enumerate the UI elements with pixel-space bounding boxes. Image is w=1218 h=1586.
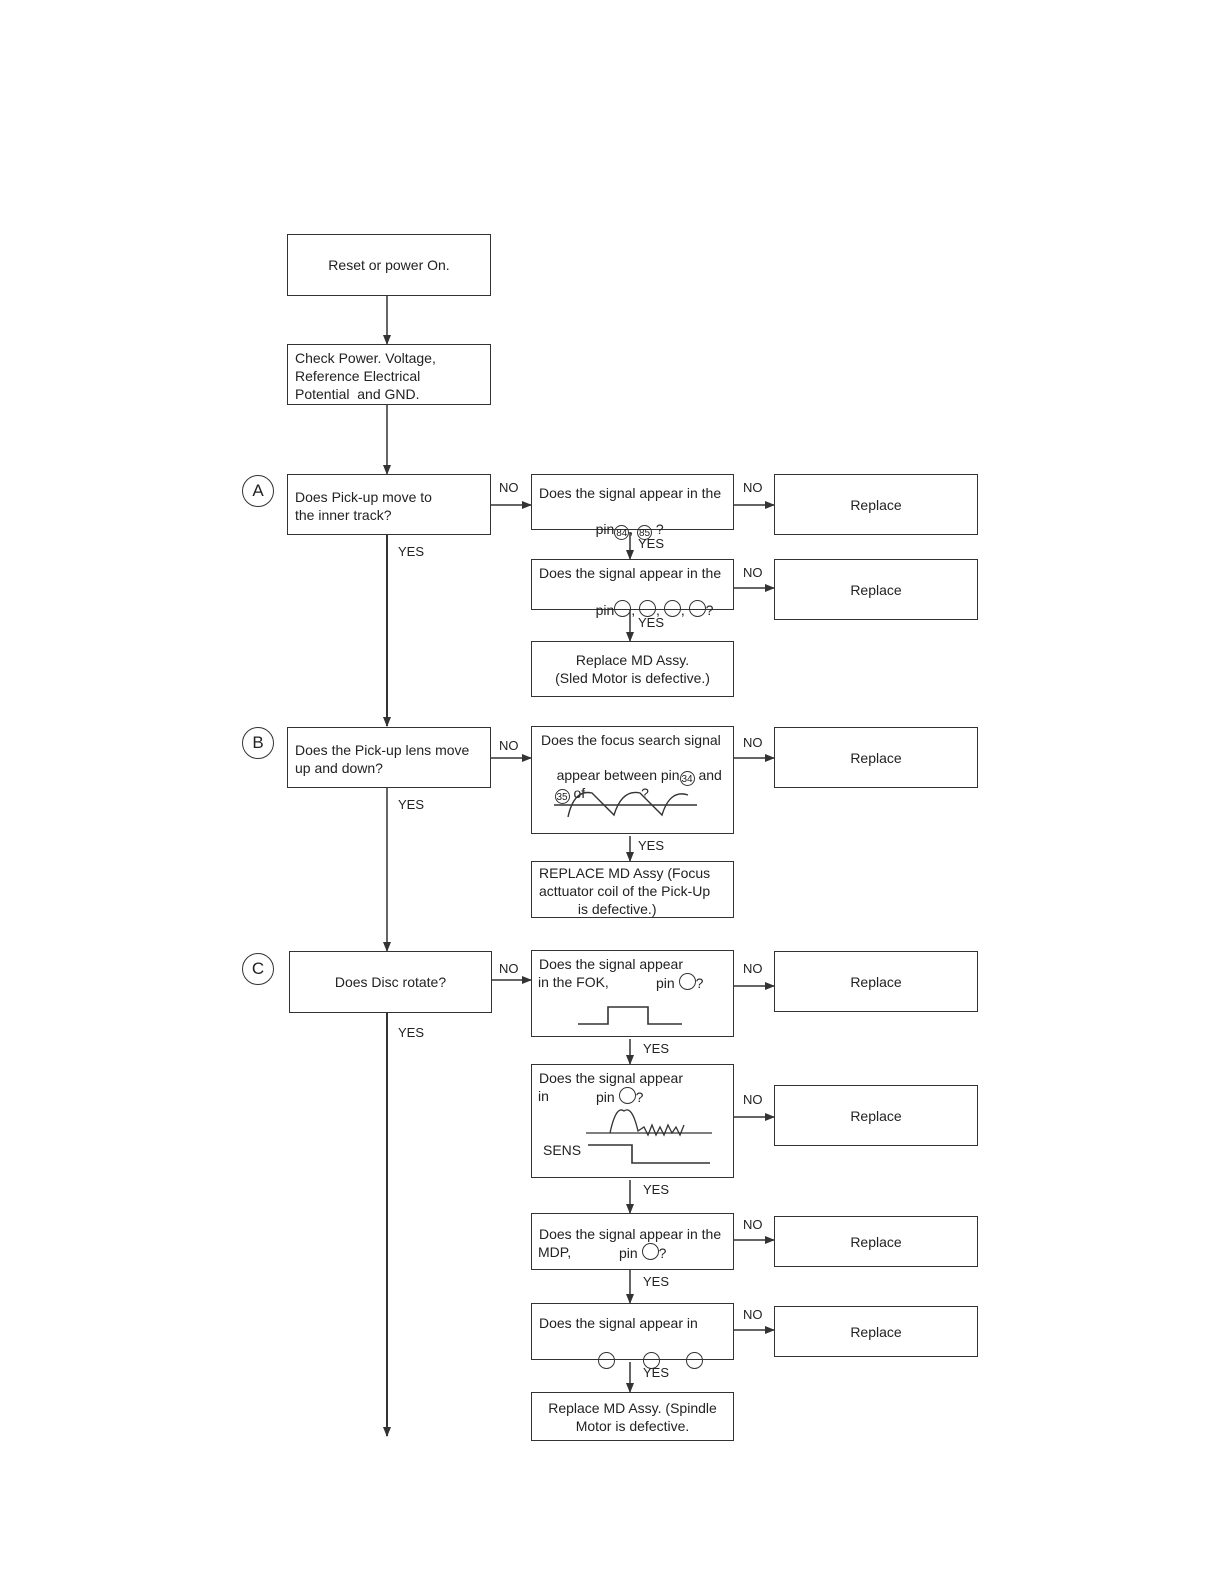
c-question-box: Does Disc rotate? xyxy=(289,951,492,1013)
b-signal-line1: Does the focus search signal xyxy=(541,732,721,748)
c-signal-box-1: Does the signal appear in the FOK, pin ? xyxy=(531,950,734,1037)
a-signal-2-text: Does the signal appear in the xyxy=(539,565,722,581)
a-no-label-3: NO xyxy=(743,565,763,580)
a-replace-box-2: Replace xyxy=(774,559,978,620)
sens-waveform-icon xyxy=(586,1109,712,1164)
replace-text: Replace xyxy=(850,1107,902,1124)
c-no-label-5: NO xyxy=(743,1307,763,1322)
b-question-box: Does the Pick-up lens move up and down? xyxy=(287,727,491,788)
pin-blank-icon xyxy=(686,1352,704,1369)
c-signal-2-line2: in xyxy=(538,1088,549,1104)
replace-text: Replace xyxy=(850,581,902,598)
b-signal-box: Does the focus search signal appear betw… xyxy=(531,726,734,834)
focus-search-waveform-icon xyxy=(554,791,697,818)
c-signal-box-2: Does the signal appear in pin ? SENS xyxy=(531,1064,734,1178)
c-question-text: Does Disc rotate? xyxy=(334,974,447,990)
pin-blank-icon xyxy=(641,1243,659,1260)
replace-text: Replace xyxy=(850,749,902,766)
c-signal-1-line2: in the FOK, xyxy=(538,974,609,990)
b-yes-label: YES xyxy=(638,838,665,853)
check-power-text: Check Power. Voltage, Reference Electric… xyxy=(295,350,436,402)
c-replace-box-1: Replace xyxy=(774,951,978,1012)
reset-text: Reset or power On. xyxy=(328,257,450,273)
b-yes-main-label: YES xyxy=(398,797,425,812)
reset-box: Reset or power On. xyxy=(287,234,491,296)
b-no-label-2: NO xyxy=(743,735,763,750)
section-c-marker: C xyxy=(242,953,274,985)
pin-blank-icon xyxy=(618,1087,636,1104)
c-signal-3-line2: MDP, xyxy=(538,1244,572,1260)
replace-text: Replace xyxy=(850,1233,902,1250)
c-signal-1-line1: Does the signal appear xyxy=(539,956,683,972)
c-no-label-4: NO xyxy=(743,1217,763,1232)
pin-blank-icon xyxy=(643,1352,661,1369)
a-signal-box-2: Does the signal appear in the pin, , , ? xyxy=(531,559,734,618)
c-signal-3-pin: pin ? xyxy=(619,1243,667,1261)
pin-35-icon: 35 xyxy=(554,789,570,804)
a-replace-md-box: Replace MD Assy. (Sled Motor is defectiv… xyxy=(531,641,734,697)
c-signal-4-line1: Does the signal appear in xyxy=(539,1315,698,1331)
a-yes-label-2: YES xyxy=(638,615,665,630)
pin-blank-icon xyxy=(614,600,632,617)
a-question-box: Does Pick-up move to the inner track? xyxy=(287,474,491,535)
c-signal-box-3: Does the signal appear in the MDP, pin ? xyxy=(531,1213,734,1270)
c-yes-label-1: YES xyxy=(643,1041,670,1056)
c-replace-box-4: Replace xyxy=(774,1306,978,1357)
section-b-marker: B xyxy=(242,727,274,759)
c-yes-label-4: YES xyxy=(643,1365,670,1380)
a-yes-main-label: YES xyxy=(398,544,425,559)
b-replace-box: Replace xyxy=(774,727,978,788)
pin-blank-icon xyxy=(598,1352,616,1369)
a-question-text: Does Pick-up move to the inner track? xyxy=(295,489,432,523)
a-signal-2-pins: pin, , , ? xyxy=(595,600,714,618)
pin-84-icon: 84 xyxy=(614,525,630,540)
c-yes-main-label: YES xyxy=(398,1025,425,1040)
replace-text: Replace xyxy=(850,973,902,990)
b-question-text: Does the Pick-up lens move up and down? xyxy=(295,742,470,776)
a-no-label-2: NO xyxy=(743,480,763,495)
c-no-label-3: NO xyxy=(743,1092,763,1107)
c-replace-md-box: Replace MD Assy. (Spindle Motor is defec… xyxy=(531,1392,734,1441)
pin-blank-icon xyxy=(678,973,696,990)
a-replace-box-1: Replace xyxy=(774,474,978,535)
c-replace-box-2: Replace xyxy=(774,1085,978,1146)
pin-34-icon: 34 xyxy=(679,771,695,786)
replace-text: Replace xyxy=(850,1323,902,1340)
c-replace-md-text: Replace MD Assy. (Spindle Motor is defec… xyxy=(548,1399,717,1434)
pin-blank-icon xyxy=(688,600,706,617)
c-signal-2-pin: pin ? xyxy=(596,1087,644,1105)
c-signal-3-line1: Does the signal appear in the xyxy=(539,1226,722,1242)
c-no-label: NO xyxy=(499,961,519,976)
b-replace-md-box: REPLACE MD Assy (Focus acttuator coil of… xyxy=(531,861,734,918)
b-signal-line3: 35 of? xyxy=(554,785,649,804)
b-no-label: NO xyxy=(499,738,519,753)
a-yes-label-1: YES xyxy=(638,536,665,551)
fok-pulse-icon xyxy=(578,1006,682,1025)
section-a-marker: A xyxy=(242,475,274,507)
replace-text: Replace xyxy=(850,496,902,513)
c-signal-1-pin: pin ? xyxy=(656,973,704,991)
a-replace-md-text: Replace MD Assy. (Sled Motor is defectiv… xyxy=(555,652,710,686)
c-signal-box-4: Does the signal appear in xyxy=(531,1303,734,1369)
c-replace-box-3: Replace xyxy=(774,1216,978,1267)
c-signal-2-line1: Does the signal appear xyxy=(539,1070,683,1086)
check-power-box: Check Power. Voltage, Reference Electric… xyxy=(287,344,491,405)
c-sens-label: SENS xyxy=(543,1142,582,1158)
c-no-label-2: NO xyxy=(743,961,763,976)
c-signal-4-pins xyxy=(584,1334,704,1390)
c-yes-label-3: YES xyxy=(643,1274,670,1289)
c-yes-label-2: YES xyxy=(643,1182,670,1197)
a-signal-1-text: Does the signal appear in the xyxy=(539,485,722,501)
a-no-label: NO xyxy=(499,480,519,495)
pin-blank-icon xyxy=(663,600,681,617)
b-replace-md-text: REPLACE MD Assy (Focus acttuator coil of… xyxy=(539,865,711,917)
